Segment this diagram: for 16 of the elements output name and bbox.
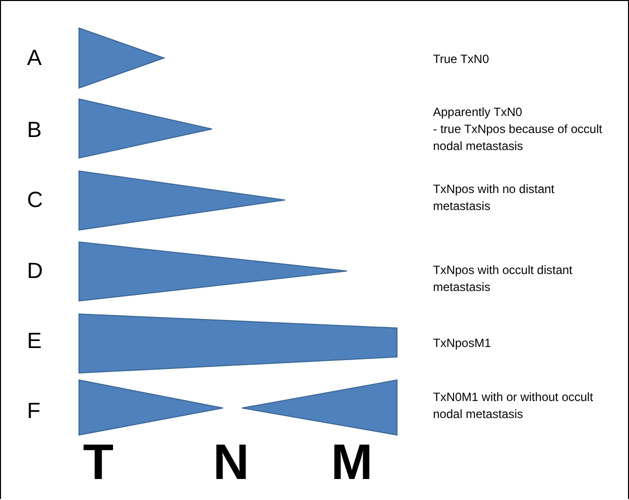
axis-letter: M: [331, 433, 373, 491]
row-letter: A: [27, 45, 42, 71]
description-text: - true TxNpos because of occult nodal metastasis: [433, 121, 604, 155]
description-text: TxN0M1 with or without occult nodal metastasis: [433, 389, 594, 423]
row-letter: F: [27, 398, 40, 424]
axis-letter: N: [213, 433, 250, 491]
row-letter: D: [27, 258, 43, 284]
description-text: TxNpos with no distant metastasis: [433, 181, 556, 215]
row-letter: B: [27, 117, 42, 143]
description-text: TxNposM1: [433, 335, 492, 352]
row-letter: C: [27, 187, 43, 213]
description-text: Apparently TxN0: [433, 104, 524, 121]
description-text: TxNpos with occult distant metastasis: [433, 262, 574, 296]
axis-letter: T: [83, 433, 114, 491]
row-letter: E: [27, 328, 42, 354]
description-text: True TxN0: [433, 51, 490, 68]
